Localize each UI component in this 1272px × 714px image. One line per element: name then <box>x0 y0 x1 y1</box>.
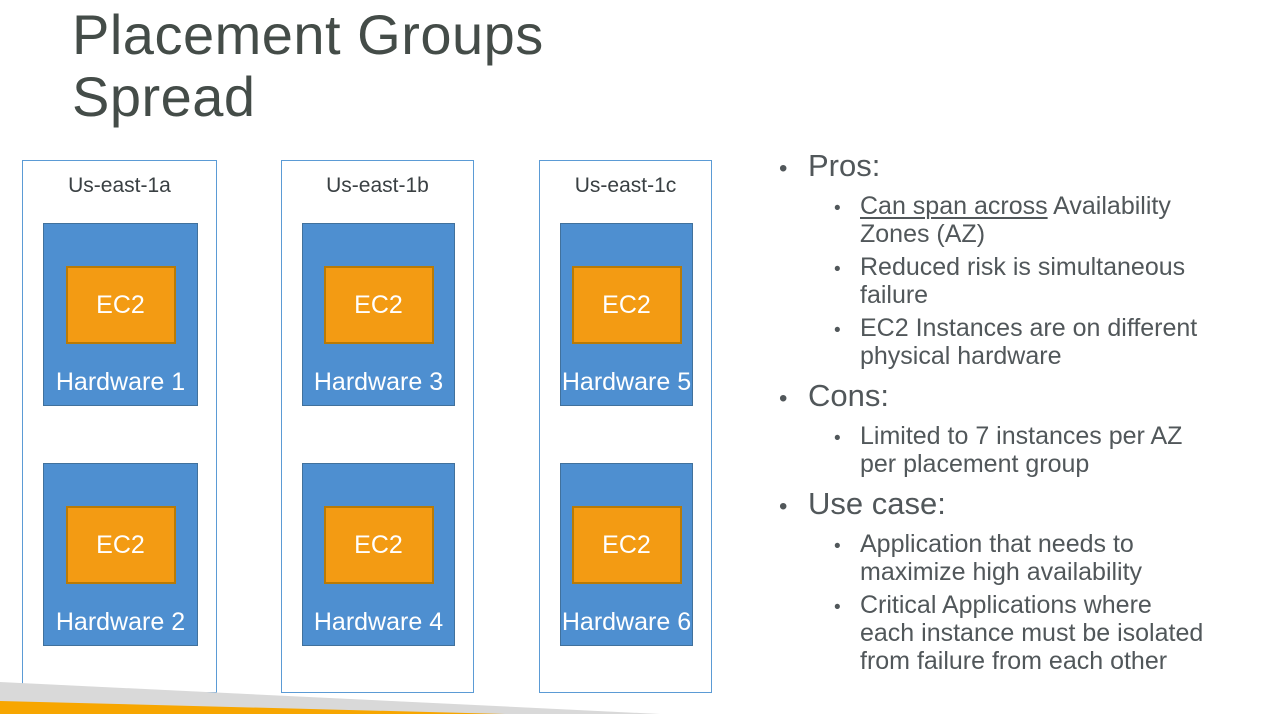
bullet-item: • Limited to 7 instances per AZ per plac… <box>834 422 1257 478</box>
title-line-2: Spread <box>72 65 256 128</box>
bullet-text: Reduced risk is simultaneous failure <box>860 253 1186 309</box>
bullet-marker: • <box>834 259 841 280</box>
bullet-section-cons: • Cons: <box>779 376 1257 419</box>
hardware-label: Hardware 5 <box>561 368 692 396</box>
hardware-label: Hardware 3 <box>313 368 444 396</box>
bullet-marker: • <box>779 385 788 412</box>
availability-zone-box-us-east-1a: Us-east-1a EC2 Hardware 1 EC2 Hardware 2 <box>22 160 217 693</box>
hardware-box: EC2 Hardware 6 <box>560 463 693 646</box>
bullet-text: Application that needs to maximize high … <box>860 530 1143 586</box>
hardware-box: EC2 Hardware 1 <box>43 223 198 406</box>
ec2-label: EC2 <box>602 290 651 319</box>
hardware-box: EC2 Hardware 2 <box>43 463 198 646</box>
ec2-label: EC2 <box>354 530 403 559</box>
bullet-label: Pros: <box>808 148 881 183</box>
ec2-instance-box: EC2 <box>323 506 434 584</box>
bullet-text-rest: Availability Zones (AZ) <box>860 192 1171 248</box>
ec2-instance-box: EC2 <box>571 506 682 584</box>
az-label: Us-east-1b <box>326 174 429 197</box>
hardware-label: Hardware 2 <box>55 608 186 636</box>
ec2-instance-box: EC2 <box>323 266 434 344</box>
bullet-marker: • <box>779 155 788 182</box>
hardware-box: EC2 Hardware 4 <box>302 463 455 646</box>
availability-zone-box-us-east-1b: Us-east-1b EC2 Hardware 3 EC2 Hardware 4 <box>281 160 474 693</box>
bullet-marker: • <box>834 320 841 341</box>
bullet-item: • Critical Applications where each insta… <box>834 591 1257 675</box>
hardware-box: EC2 Hardware 5 <box>560 223 693 406</box>
az-label: Us-east-1a <box>68 174 171 197</box>
hardware-label: Hardware 1 <box>55 368 186 396</box>
ec2-instance-box: EC2 <box>65 506 176 584</box>
ec2-instance-box: EC2 <box>571 266 682 344</box>
bullet-section-pros: • Pros: <box>779 146 1257 189</box>
bullet-marker: • <box>834 198 841 219</box>
bullet-marker: • <box>834 536 841 557</box>
bullet-text: EC2 Instances are on different physical … <box>860 314 1198 370</box>
bullet-label: Cons: <box>808 378 889 413</box>
hardware-box: EC2 Hardware 3 <box>302 223 455 406</box>
bullet-marker: • <box>779 493 788 520</box>
ec2-label: EC2 <box>354 290 403 319</box>
bullet-marker: • <box>834 597 841 618</box>
bullet-text: Critical Applications where each instanc… <box>860 591 1204 675</box>
bullet-item: • Application that needs to maximize hig… <box>834 530 1257 586</box>
bullet-item: • Reduced risk is simultaneous failure <box>834 253 1257 309</box>
underlined-text: Can span across <box>860 192 1048 220</box>
ec2-label: EC2 <box>96 530 145 559</box>
bullet-marker: • <box>834 428 841 449</box>
ec2-instance-box: EC2 <box>65 266 176 344</box>
page-title: Placement Groups Spread <box>72 4 544 128</box>
ec2-label: EC2 <box>96 290 145 319</box>
ec2-label: EC2 <box>602 530 651 559</box>
pros-cons-panel: • Pros: • Can span across Availability Z… <box>779 140 1257 680</box>
bullet-label: Use case: <box>808 486 946 521</box>
az-label: Us-east-1c <box>574 174 677 197</box>
availability-zone-box-us-east-1c: Us-east-1c EC2 Hardware 5 EC2 Hardware 6 <box>539 160 712 693</box>
bullet-item: • Can span across Availability Zones (AZ… <box>834 192 1257 248</box>
title-line-1: Placement Groups <box>72 3 544 66</box>
bullet-text: Can span across Availability Zones (AZ) <box>860 192 1245 248</box>
hardware-label: Hardware 4 <box>313 608 444 636</box>
bullet-item: • EC2 Instances are on different physica… <box>834 314 1257 370</box>
bullet-text: Limited to 7 instances per AZ per placem… <box>860 422 1183 478</box>
bullet-section-use-case: • Use case: <box>779 484 1257 527</box>
hardware-label: Hardware 6 <box>561 608 692 636</box>
